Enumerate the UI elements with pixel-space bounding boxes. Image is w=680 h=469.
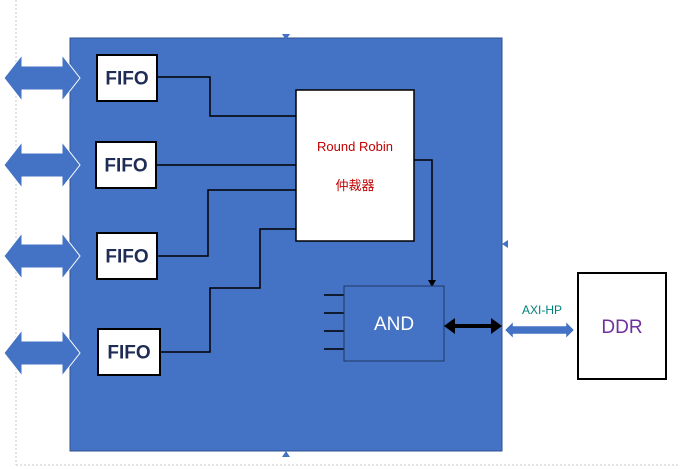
fifo-1: FIFO <box>96 54 158 102</box>
ddr-label: DDR <box>601 317 642 338</box>
and-bus-arrow <box>444 318 502 334</box>
fifo-2: FIFO <box>95 141 157 189</box>
fifo-label: FIFO <box>105 247 148 268</box>
fifo-label: FIFO <box>105 69 148 90</box>
arbiter-subtitle: 仲裁器 <box>335 178 374 193</box>
connector-fifo1 <box>157 76 296 117</box>
fifo-box <box>96 54 158 102</box>
io-arrow-3 <box>3 231 81 281</box>
fifo-3: FIFO <box>96 232 158 280</box>
and-block: AND <box>343 285 445 362</box>
arbiter-block: Round Robin 仲裁器 <box>295 89 415 242</box>
io-arrow-1 <box>3 53 81 103</box>
right-marker <box>502 240 508 248</box>
fifo-4: FIFO <box>97 328 161 376</box>
axi-hp-arrow <box>504 321 575 339</box>
top-marker <box>282 34 290 40</box>
bottom-marker <box>282 451 290 457</box>
arbiter-box <box>295 89 415 242</box>
connector-fifo3 <box>157 189 296 257</box>
io-arrow-2 <box>3 140 81 190</box>
fifo-box <box>97 328 161 376</box>
fifo-label: FIFO <box>104 156 147 177</box>
fifo-box <box>95 141 157 189</box>
arrowhead-arbiter-and <box>428 280 436 287</box>
arbiter-title: Round Robin <box>317 139 393 154</box>
io-arrow-4 <box>3 328 81 378</box>
connector-fifo4 <box>160 228 296 353</box>
ddr-box <box>577 272 667 380</box>
fifo-box <box>96 232 158 280</box>
and-label: AND <box>374 314 414 335</box>
ddr-block: DDR <box>577 272 667 380</box>
and-box <box>343 285 445 362</box>
axi-hp-label: AXI-HP <box>522 303 562 317</box>
connector-arbiter-and <box>414 159 433 281</box>
fifo-label: FIFO <box>107 343 150 364</box>
